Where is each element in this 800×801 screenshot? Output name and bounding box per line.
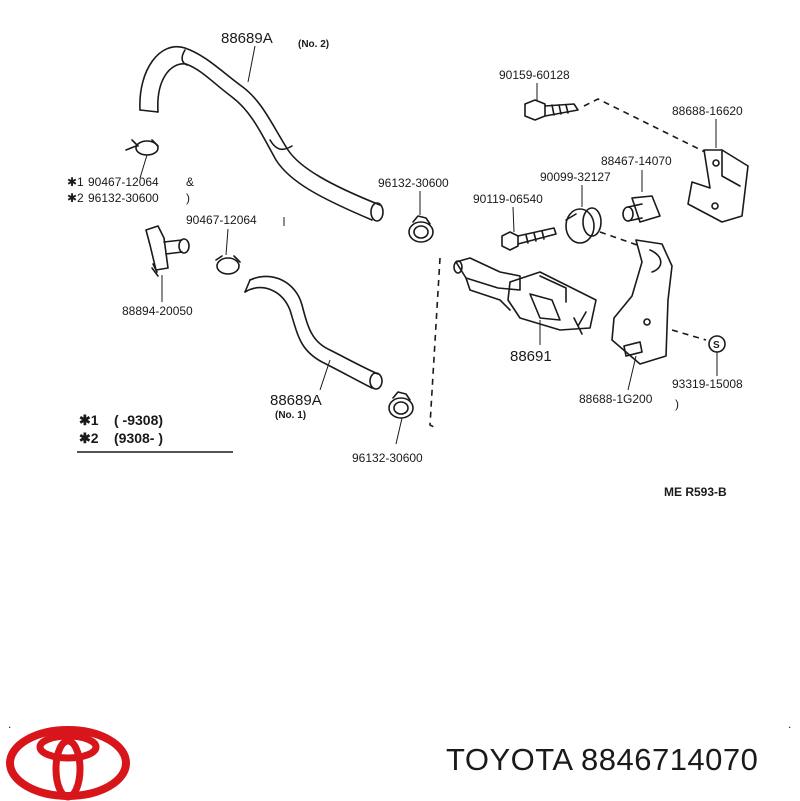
legend-text-2: (9308- ) [114, 430, 163, 446]
clamp-lower-drawing [388, 391, 414, 419]
washer-glyph: S [713, 340, 720, 351]
legend-mark-1: ✱1 [79, 412, 99, 428]
callout-number-2: 96132-30600 [88, 191, 159, 205]
toyota-logo [6, 726, 130, 801]
assembly-dashed-line-mid [599, 231, 641, 247]
part-label-elbow: 88894-20050 [122, 304, 193, 318]
callout-number-1: 90467-12064 [88, 175, 159, 189]
clamp-left-small-drawing [215, 255, 241, 275]
washer-drawing: S [708, 335, 726, 353]
legend-mark-2: ✱2 [79, 430, 99, 446]
bracket-bottom-drawing [611, 239, 673, 365]
logo-top-ring [36, 732, 100, 762]
clamp-upper-drawing [408, 215, 434, 243]
callout-mark-2: ✱2 [67, 191, 84, 205]
bolt-mid-drawing [501, 227, 557, 251]
assembly-dashed-line-washer [671, 329, 707, 341]
assembly-dashed-line-top [583, 98, 706, 153]
hose-no2-drawing [139, 45, 384, 222]
part-label-bolt-mid: 90119-06540 [473, 192, 543, 206]
part-label-grommet: 90099-32127 [540, 170, 611, 184]
part-label-valve: 88691 [510, 348, 552, 365]
brand-part-number: TOYOTA 8846714070 [446, 742, 759, 777]
reference-code: ME R593-B [664, 485, 727, 499]
label-mark-paren: ) [675, 397, 679, 411]
part-label-clamp-left-small: 90467-12064 [186, 213, 257, 227]
part-label-clamp-lower: 96132-30600 [352, 451, 423, 465]
part-label-washer: 93319-15008 [672, 377, 743, 391]
logo-vertical-ring [52, 737, 84, 801]
valve-drawing [453, 257, 597, 335]
callout-mark-1: ✱1 [67, 175, 84, 189]
part-note-hose-no2: (No. 2) [298, 39, 329, 50]
grommet-drawing [565, 207, 602, 244]
part-label-hose-no1: 88689A [270, 392, 322, 409]
part-label-hose-no2: 88689A [221, 30, 273, 47]
clamp-small-top-drawing [125, 139, 159, 156]
callout-suffix-1: & [186, 175, 194, 189]
hose-no1-drawing [244, 275, 383, 390]
bolt-top-drawing [524, 99, 579, 121]
elbow-drawing [145, 225, 190, 277]
corner-mark-right: . [788, 717, 791, 731]
part-label-cushion-right: 88467-14070 [601, 154, 672, 168]
cushion-right-drawing [622, 195, 661, 223]
legend: ✱1 ( -9308) ✱2 (9308- ) [77, 412, 233, 453]
part-note-hose-no1: (No. 1) [275, 410, 306, 421]
part-label-clamp-upper: 96132-30600 [378, 176, 449, 190]
bracket-top-drawing [687, 149, 749, 223]
assembly-dashed-line-left [429, 257, 441, 429]
part-label-bolt-top: 90159-60128 [499, 68, 570, 82]
corner-mark-left: . [8, 717, 11, 731]
part-label-bracket-bottom: 88688-1G200 [579, 392, 653, 406]
toyota-logo-rings [6, 726, 130, 801]
legend-text-1: ( -9308) [114, 412, 163, 428]
callout-suffix-2: ) [186, 191, 190, 205]
part-label-bracket-top: 88688-16620 [672, 104, 743, 118]
